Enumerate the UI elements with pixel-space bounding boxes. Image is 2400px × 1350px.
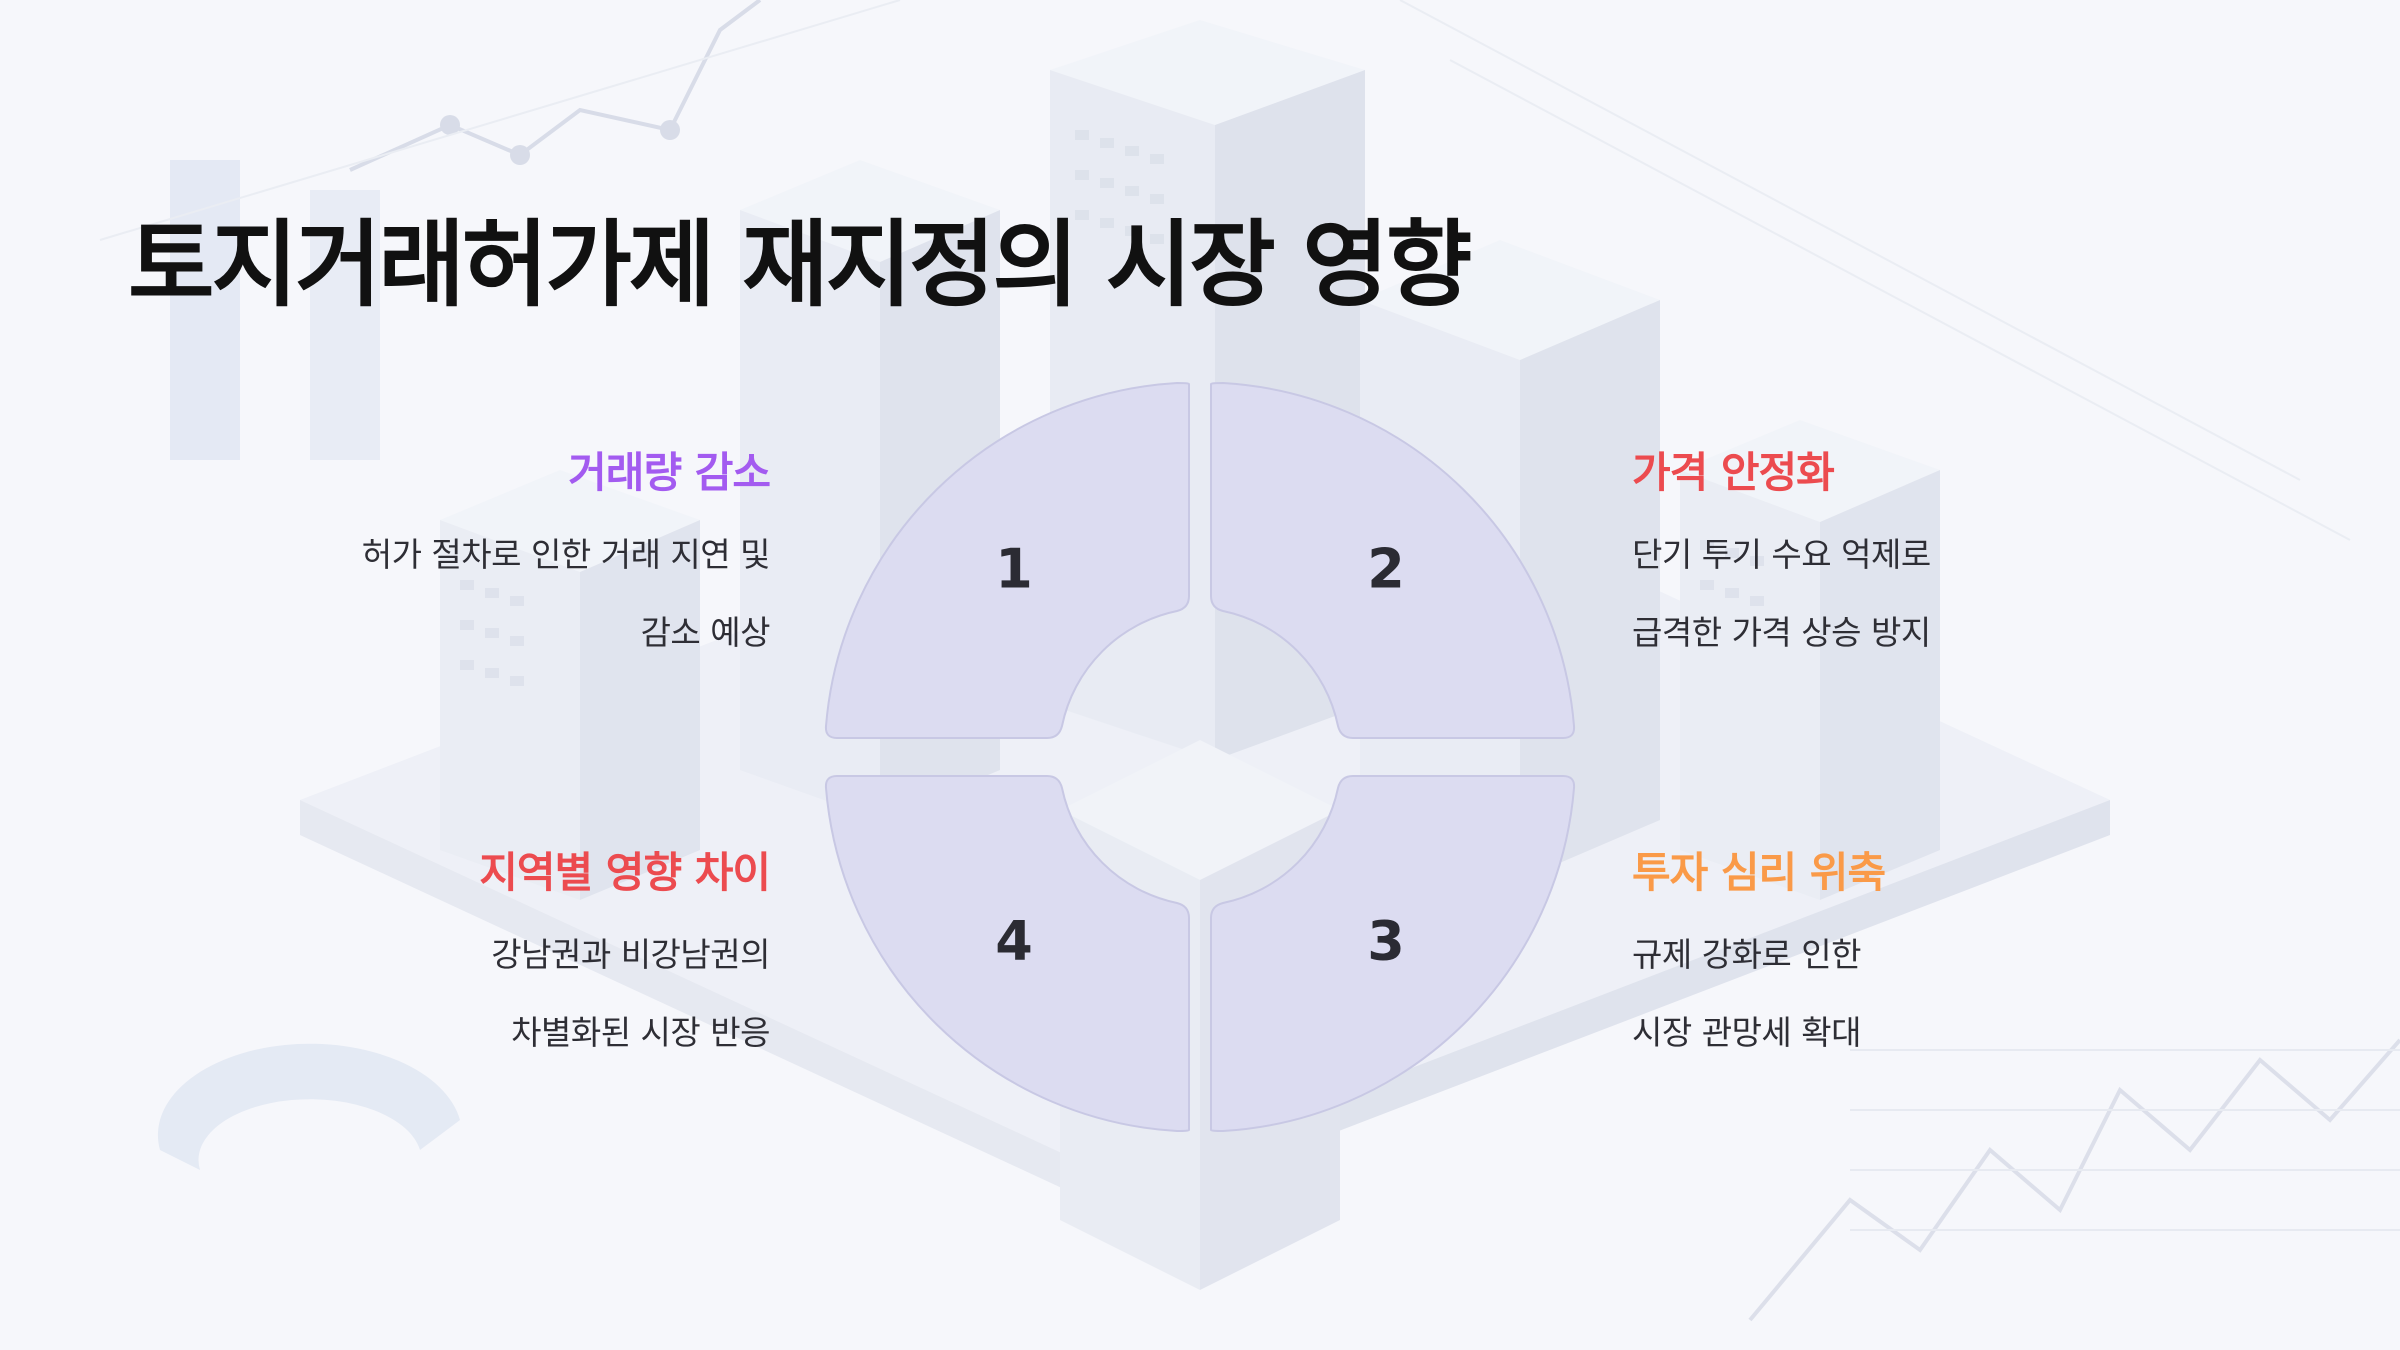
item-description-line: 차별화된 시장 반응 — [511, 1013, 770, 1053]
item-heading: 투자 심리 위축 — [1632, 848, 1886, 897]
item-heading: 지역별 영향 차이 — [479, 848, 771, 897]
segment-1: 1 — [824, 381, 1190, 739]
item-block-1: 거래량 감소 허가 절차로 인한 거래 지연 및 감소 예상 — [250, 448, 771, 672]
item-heading: 가격 안정화 — [1632, 448, 1835, 497]
item-description: 규제 강화로 인한 시장 관망세 확대 — [1632, 916, 2152, 1072]
item-description-line: 급격한 가격 상승 방지 — [1632, 613, 1931, 653]
segment-number: 4 — [995, 910, 1033, 973]
item-description-line: 감소 예상 — [640, 613, 771, 653]
item-description-line: 허가 절차로 인한 거래 지연 및 — [361, 535, 771, 575]
segment-3: 3 — [1210, 775, 1576, 1133]
item-block-4: 지역별 영향 차이 강남권과 비강남권의 차별화된 시장 반응 — [250, 848, 771, 1072]
segment-number: 2 — [1367, 538, 1405, 601]
item-block-3: 투자 심리 위축 규제 강화로 인한 시장 관망세 확대 — [1632, 848, 2152, 1072]
page-title: 토지거래허가제 재지정의 시장 영향 — [128, 211, 1472, 320]
item-block-2: 가격 안정화 단기 투기 수요 억제로 급격한 가격 상승 방지 — [1632, 448, 2152, 672]
item-description-line: 시장 관망세 확대 — [1632, 1013, 1862, 1053]
item-description: 강남권과 비강남권의 차별화된 시장 반응 — [250, 916, 770, 1072]
item-description: 허가 절차로 인한 거래 지연 및 감소 예상 — [250, 516, 771, 672]
item-description: 단기 투기 수요 억제로 급격한 가격 상승 방지 — [1632, 516, 2152, 672]
segment-number: 1 — [995, 538, 1033, 601]
item-description-line: 규제 강화로 인한 — [1632, 935, 1862, 975]
segment-4: 4 — [824, 775, 1190, 1133]
item-description-line: 단기 투기 수요 억제로 — [1632, 535, 1931, 575]
segment-2: 2 — [1210, 381, 1576, 739]
item-description-line: 강남권과 비강남권의 — [491, 935, 770, 975]
item-heading: 거래량 감소 — [568, 448, 771, 497]
segment-number: 3 — [1367, 910, 1405, 973]
